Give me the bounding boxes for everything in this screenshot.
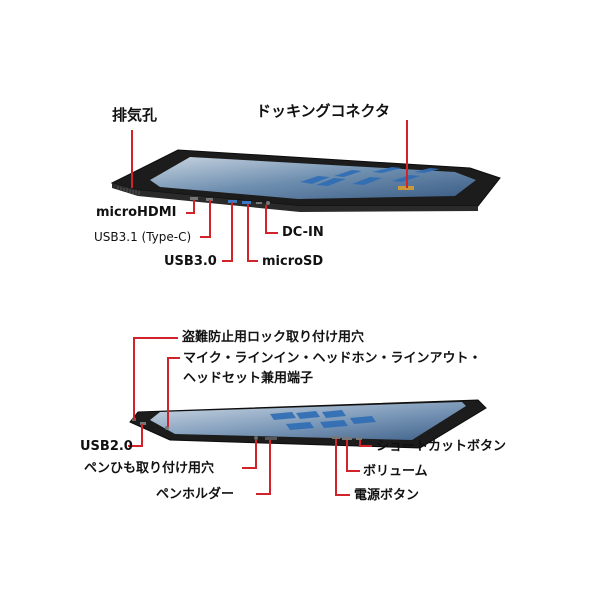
label-volume: ボリューム (363, 465, 428, 478)
leader-usb31 (200, 200, 210, 237)
tablet-screen-2 (150, 402, 466, 440)
label-shortcut-button: ショートカットボタン (376, 440, 506, 453)
label-microsd: microSD (262, 255, 323, 268)
label-power-button: 電源ボタン (354, 489, 419, 502)
port-usb30-b (242, 201, 251, 204)
label-jack-line1: マイク・ラインイン・ヘッドホン・ラインアウト・ (183, 352, 481, 365)
label-usb20: USB2.0 (80, 440, 133, 453)
label-microhdmi: microHDMI (96, 206, 177, 219)
port-dcin (266, 201, 270, 205)
label-vent: 排気孔 (112, 108, 157, 123)
volume-button (342, 437, 352, 440)
label-usb31: USB3.1 (Type-C) (94, 231, 191, 243)
tablet-top-view (112, 150, 500, 212)
leader-lock (134, 338, 178, 420)
shortcut-button (356, 437, 362, 440)
pen-string-hole (254, 436, 258, 440)
label-docking-connector: ドッキングコネクタ (256, 104, 390, 119)
leader-pen-holder (256, 440, 270, 494)
label-lock-hole: 盗難防止用ロック取り付け用穴 (182, 331, 364, 344)
label-usb30: USB3.0 (164, 255, 217, 268)
leader-pen-hole (242, 440, 256, 468)
pen-holder (265, 437, 277, 440)
label-pen-string-hole: ペンひも取り付け用穴 (84, 462, 214, 475)
label-dcin: DC-IN (282, 226, 324, 239)
port-microsd (256, 202, 262, 204)
leader-usb30 (222, 202, 232, 261)
label-jack-line2: ヘッドセット兼用端子 (183, 372, 313, 385)
label-pen-holder: ペンホルダー (156, 488, 234, 501)
leader-microhdmi (186, 200, 194, 213)
port-microhdmi (190, 197, 198, 200)
leader-microsd (248, 204, 258, 261)
power-button (332, 436, 340, 439)
